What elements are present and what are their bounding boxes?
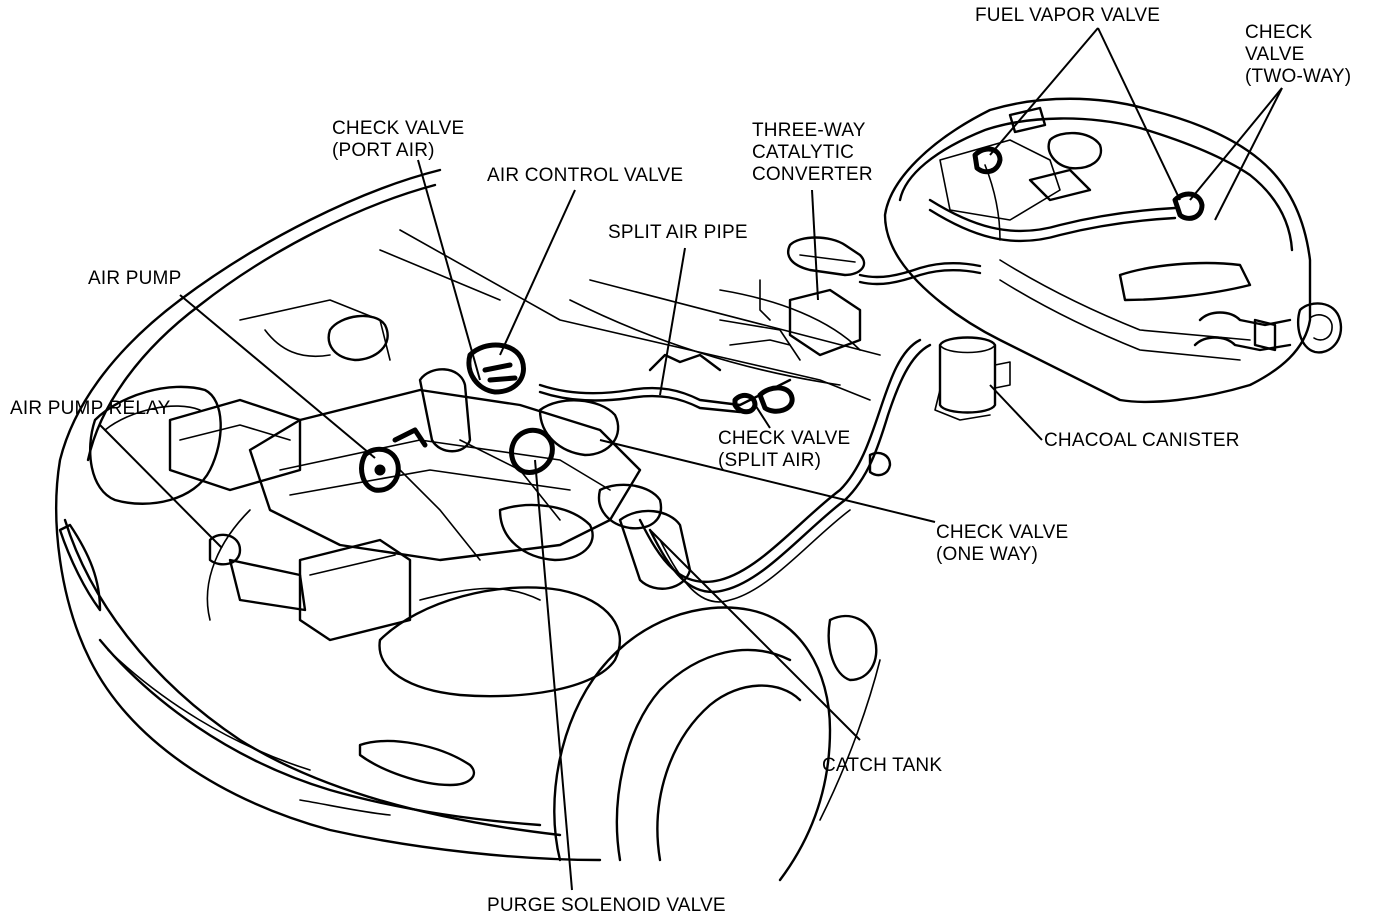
label-air-pump-relay: AIR PUMP RELAY	[10, 398, 170, 420]
label-three-way-line2: CATALYTIC	[752, 142, 855, 163]
label-check-valve-one-way-line2: (ONE WAY)	[936, 544, 1039, 565]
leader-fuel-vapor-valve-a	[989, 27, 1099, 156]
label-split-air-pipe: SPLIT AIR PIPE	[608, 222, 748, 244]
leader-check-valve-two-way-a	[1189, 87, 1283, 201]
label-check-valve-one-way-line1: CHECK VALVE	[936, 522, 1069, 543]
leader-check-valve-split-air	[751, 399, 771, 429]
label-check-valve-two-way: CHECK VALVE (TWO-WAY)	[1245, 22, 1351, 88]
label-check-valve-split-air-line2: (SPLIT AIR)	[718, 450, 822, 471]
label-purge-solenoid-valve: PURGE SOLENOID VALVE	[487, 895, 726, 917]
label-air-pump-relay-text: AIR PUMP RELAY	[10, 398, 171, 419]
label-check-valve-two-way-line3: (TWO-WAY)	[1245, 66, 1352, 87]
label-check-valve-one-way: CHECK VALVE (ONE WAY)	[936, 522, 1068, 566]
leader-fuel-vapor-valve-b	[1097, 27, 1181, 201]
label-check-valve-split-air-line1: CHECK VALVE	[718, 428, 851, 449]
label-check-valve-split-air: CHECK VALVE (SPLIT AIR)	[718, 428, 850, 472]
label-split-air-pipe-text: SPLIT AIR PIPE	[608, 222, 748, 243]
leader-air-pump-relay	[99, 424, 223, 549]
label-check-valve-port-air-line1: CHECK VALVE	[332, 118, 465, 139]
leader-check-valve-two-way-b	[1214, 87, 1283, 221]
label-three-way-line1: THREE-WAY	[752, 120, 866, 141]
label-air-pump: AIR PUMP	[88, 268, 181, 290]
leader-chacoal-canister	[989, 384, 1043, 441]
leader-purge-solenoid-valve	[534, 459, 573, 891]
label-chacoal-canister-text: CHACOAL CANISTER	[1044, 430, 1240, 451]
engine-assembly	[168, 342, 692, 642]
label-check-valve-two-way-line1: CHECK	[1245, 22, 1313, 43]
label-chacoal-canister: CHACOAL CANISTER	[1044, 430, 1240, 452]
label-check-valve-port-air-line2: (PORT AIR)	[332, 140, 435, 161]
leader-air-pump	[179, 294, 376, 459]
label-air-control-valve: AIR CONTROL VALVE	[487, 165, 683, 187]
air-and-vapor-lines	[538, 236, 982, 603]
label-catch-tank-text: CATCH TANK	[822, 755, 943, 776]
leader-lines	[99, 27, 1283, 891]
label-check-valve-two-way-line2: VALVE	[1245, 44, 1305, 65]
car-body	[55, 168, 881, 882]
leader-air-control-valve	[499, 189, 576, 356]
label-air-pump-text: AIR PUMP	[88, 268, 182, 289]
leader-check-valve-one-way	[599, 439, 936, 523]
leader-three-way-converter	[811, 189, 819, 301]
label-fuel-vapor-valve: FUEL VAPOR VALVE	[975, 5, 1160, 27]
label-air-control-valve-text: AIR CONTROL VALVE	[487, 165, 684, 186]
leader-check-valve-port-air	[417, 159, 481, 381]
label-fuel-vapor-valve-text: FUEL VAPOR VALVE	[975, 5, 1161, 26]
leader-split-air-pipe	[659, 247, 686, 396]
label-three-way-catalytic-converter: THREE-WAY CATALYTIC CONVERTER	[752, 120, 873, 186]
label-three-way-line3: CONVERTER	[752, 164, 873, 185]
label-check-valve-port-air: CHECK VALVE (PORT AIR)	[332, 118, 464, 162]
label-purge-solenoid-valve-text: PURGE SOLENOID VALVE	[487, 895, 726, 916]
fuel-tank	[883, 97, 1343, 421]
label-catch-tank: CATCH TANK	[822, 755, 942, 777]
leader-catch-tank	[649, 529, 861, 741]
